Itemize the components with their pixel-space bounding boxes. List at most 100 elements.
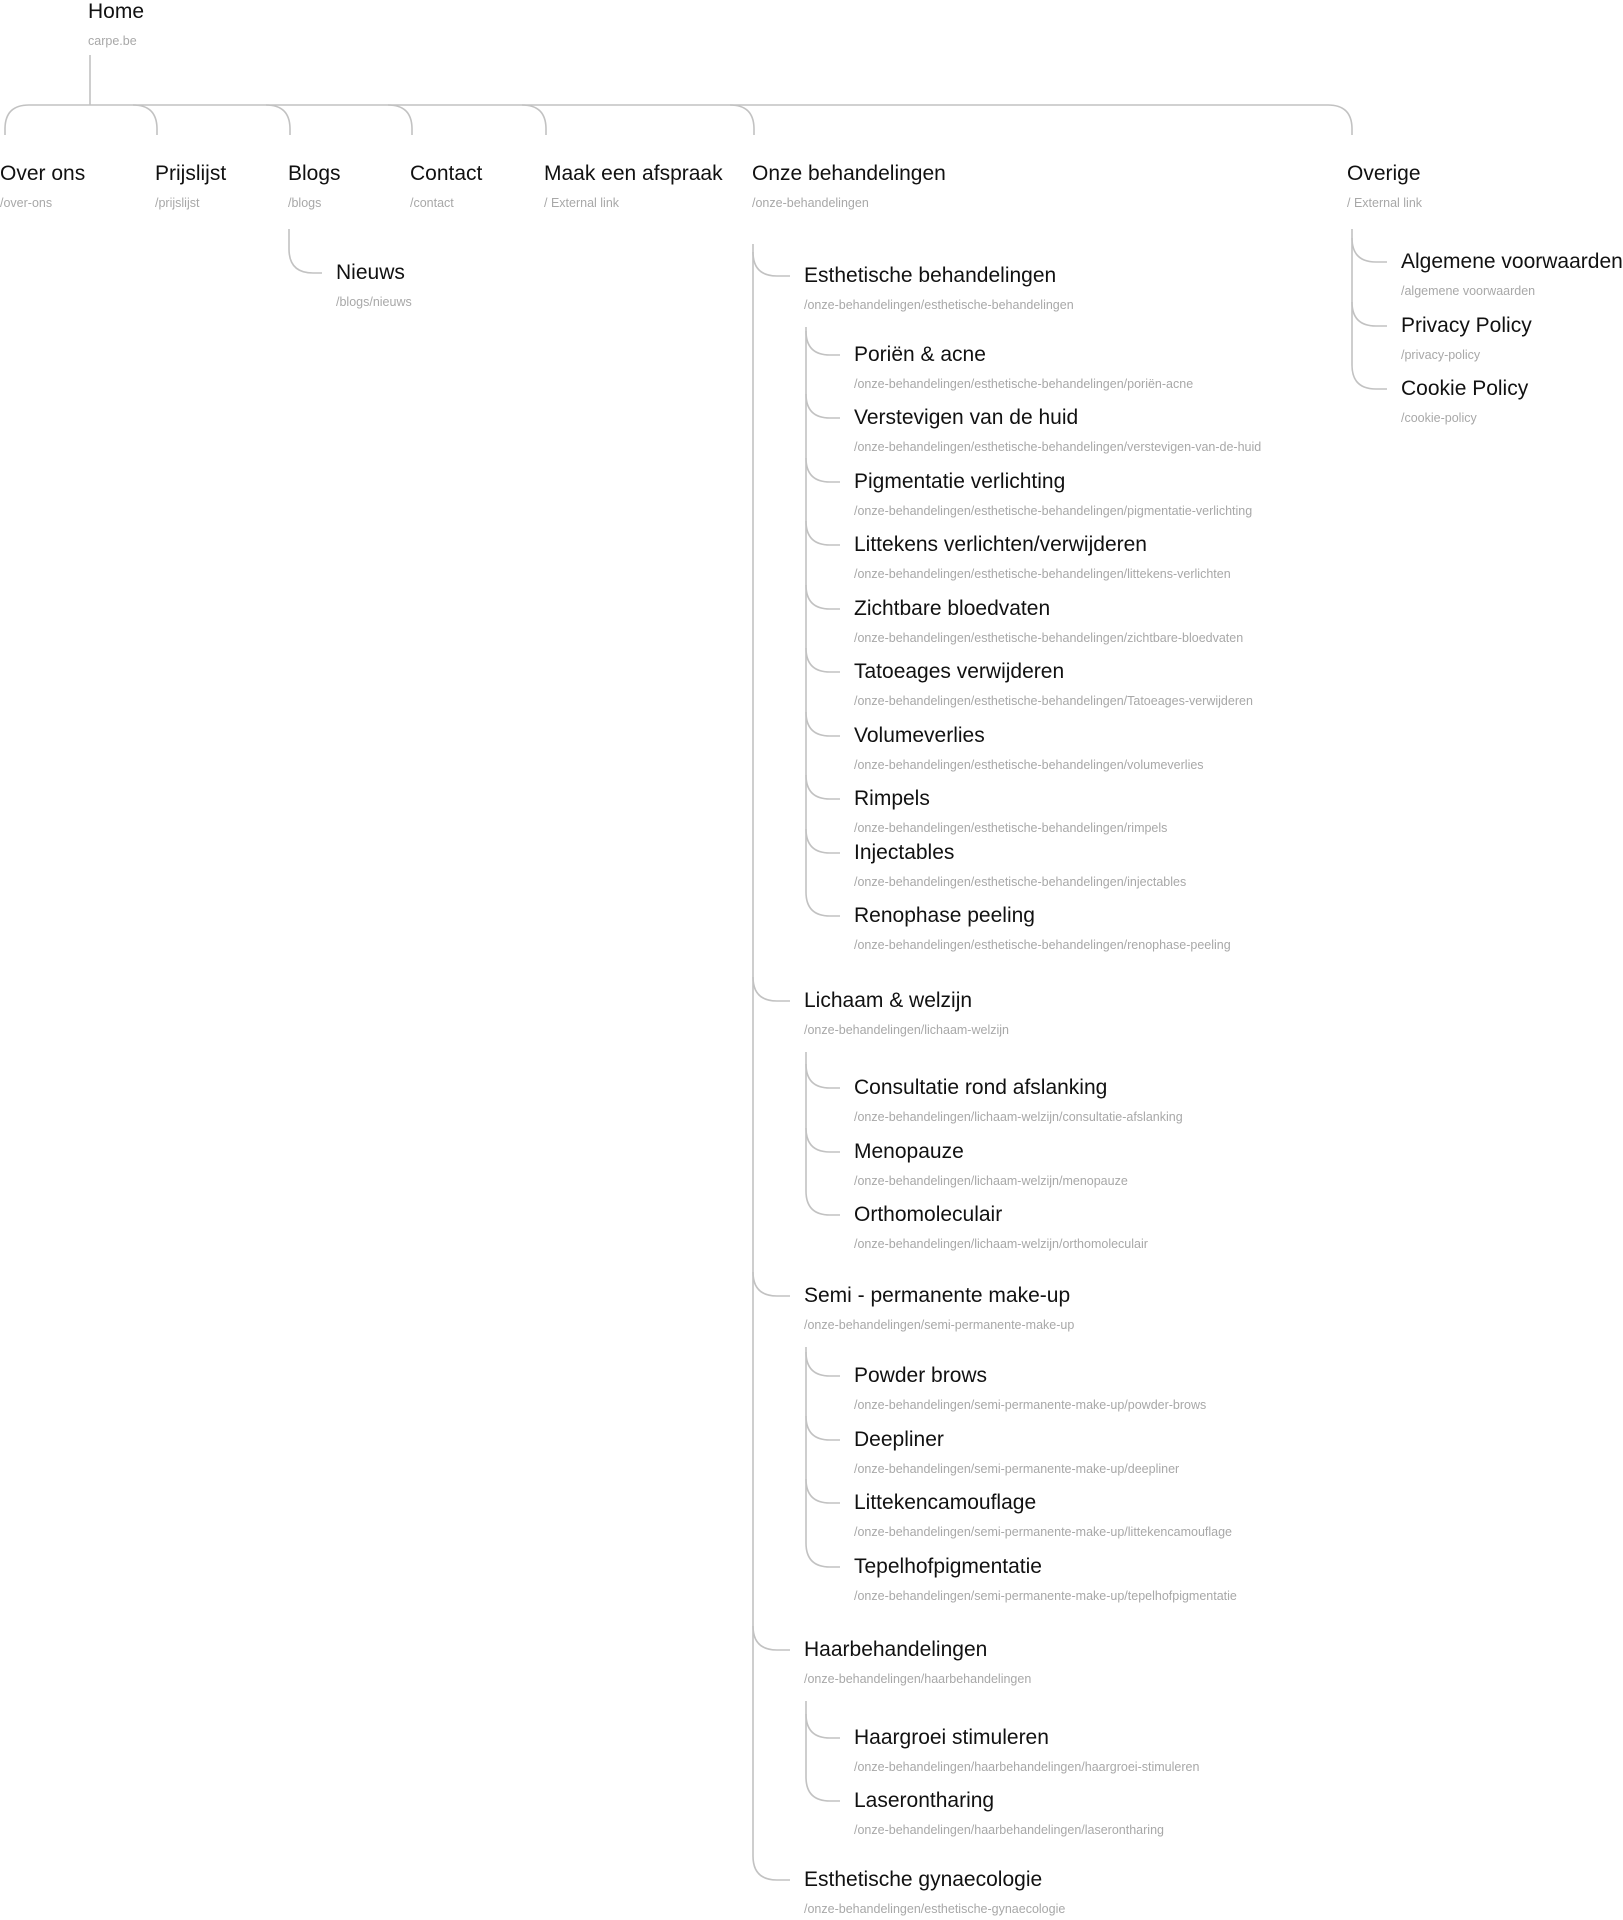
sitemap-node-powder-brows[interactable]: Powder brows/onze-behandelingen/semi-per… [854, 1364, 1206, 1413]
elbow-line [752, 251, 790, 277]
node-url: /onze-behandelingen/esthetische-behandel… [854, 875, 1187, 889]
node-url: /onze-behandelingen/semi-permanente-make… [804, 1318, 1075, 1332]
node-url: /onze-behandelingen/esthetische-behandel… [854, 694, 1253, 708]
sitemap-node-porie-n-acne[interactable]: Poriën & acne/onze-behandelingen/estheti… [854, 343, 1193, 392]
node-title: Esthetische behandelingen [804, 264, 1057, 287]
node-title: Haarbehandelingen [804, 1638, 988, 1661]
sitemap-node-haarbehandelingen[interactable]: Haarbehandelingen/onze-behandelingen/haa… [804, 1638, 1031, 1687]
sitemap-node-privacy-policy[interactable]: Privacy Policy/privacy-policy [1401, 314, 1532, 363]
sitemap-node-tepelhofpigmentatie[interactable]: Tepelhofpigmentatie/onze-behandelingen/s… [854, 1555, 1237, 1604]
elbow-line [805, 1063, 840, 1089]
sitemap-node-onze-behandelingen[interactable]: Onze behandelingen/onze-behandelingen [752, 162, 946, 211]
node-title: Maak een afspraak [544, 162, 723, 185]
sitemap-node-verstevigen-van-de-huid[interactable]: Verstevigen van de huid/onze-behandeling… [854, 406, 1261, 455]
sitemap-node-orthomoleculair[interactable]: Orthomoleculair/onze-behandelingen/licha… [854, 1203, 1148, 1252]
node-title: Nieuws [336, 261, 405, 284]
sitemap-node-zichtbare-bloedvaten[interactable]: Zichtbare bloedvaten/onze-behandelingen/… [854, 597, 1243, 646]
sitemap-node-esthetische-behandelingen[interactable]: Esthetische behandelingen/onze-behandeli… [804, 264, 1074, 313]
node-title: Home [88, 0, 145, 23]
sitemap-node-haargroei-stimuleren[interactable]: Haargroei stimuleren/onze-behandelingen/… [854, 1726, 1199, 1775]
node-title: Menopauze [854, 1140, 964, 1163]
sitemap-node-pigmentatie-verlichting[interactable]: Pigmentatie verlichting/onze-behandeling… [854, 470, 1252, 519]
node-title: Laserontharing [854, 1789, 995, 1812]
elbow-line [1351, 364, 1387, 390]
sitemap-node-overige[interactable]: Overige/ External link [1347, 162, 1422, 211]
elbow-line [805, 1478, 840, 1504]
branch-curve [521, 104, 547, 135]
node-url: / External link [544, 196, 620, 210]
node-url: /onze-behandelingen/esthetische-behandel… [854, 377, 1194, 391]
node-title: Injectables [854, 841, 955, 864]
node-url: /onze-behandelingen/esthetische-behandel… [854, 631, 1244, 645]
node-url: /onze-behandelingen/lichaam-welzijn/meno… [854, 1174, 1128, 1188]
sitemap-node-contact[interactable]: Contact/contact [410, 162, 482, 211]
node-url: /onze-behandelingen/semi-permanente-make… [854, 1589, 1237, 1603]
node-title: Onze behandelingen [752, 162, 946, 185]
node-url: /onze-behandelingen/lichaam-welzijn/orth… [854, 1237, 1148, 1251]
node-url: /onze-behandelingen/semi-permanente-make… [854, 1525, 1233, 1539]
node-title: Orthomoleculair [854, 1203, 1003, 1226]
sitemap-node-laserontharing[interactable]: Laserontharing/onze-behandelingen/haarbe… [854, 1789, 1164, 1838]
sitemap-node-deepliner[interactable]: Deepliner/onze-behandelingen/semi-perman… [854, 1428, 1179, 1477]
sitemap-node-volumeverlies[interactable]: Volumeverlies/onze-behandelingen/estheti… [854, 724, 1204, 773]
elbow-line [805, 711, 840, 737]
branch-curve [387, 104, 413, 135]
node-title: Volumeverlies [854, 724, 985, 747]
node-title: Powder brows [854, 1364, 988, 1387]
elbow-line [805, 1713, 840, 1739]
node-title: Semi - permanente make-up [804, 1284, 1071, 1307]
elbow-line [805, 1415, 840, 1441]
elbow-line [805, 520, 840, 546]
sitemap-node-over-ons[interactable]: Over ons/over-ons [0, 162, 85, 211]
sitemap-node-littekens-verlichten-verwijderen[interactable]: Littekens verlichten/verwijderen/onze-be… [854, 533, 1231, 582]
sitemap-node-semi-permanente-make-up[interactable]: Semi - permanente make-up/onze-behandeli… [804, 1284, 1074, 1333]
node-url: /privacy-policy [1401, 348, 1481, 362]
elbow-line [288, 248, 322, 274]
node-url: /onze-behandelingen [752, 196, 869, 210]
node-url: /onze-behandelingen/haarbehandelingen/la… [854, 1823, 1164, 1837]
node-title: Consultatie rond afslanking [854, 1076, 1108, 1099]
elbow-line [1351, 237, 1387, 263]
node-url: /over-ons [0, 196, 53, 210]
sitemap-node-esthetische-gynaecologie[interactable]: Esthetische gynaecologie/onze-behandelin… [804, 1868, 1065, 1917]
elbow-line [805, 1776, 840, 1802]
sitemap-node-blogs[interactable]: Blogs/blogs [288, 162, 341, 211]
sitemap-node-injectables[interactable]: Injectables/onze-behandelingen/esthetisc… [854, 841, 1186, 890]
node-url: /onze-behandelingen/esthetische-behandel… [854, 567, 1231, 581]
node-url: /contact [410, 196, 454, 210]
sitemap-node-prijslijst[interactable]: Prijslijst/prijslijst [155, 162, 226, 211]
sitemap-node-consultatie-rond-afslanking[interactable]: Consultatie rond afslanking/onze-behande… [854, 1076, 1183, 1125]
sitemap-node-algemene-voorwaarden[interactable]: Algemene voorwaarden/algemene voorwaarde… [1401, 250, 1623, 299]
node-title: Algemene voorwaarden [1401, 250, 1623, 273]
sitemap-node-nieuws[interactable]: Nieuws/blogs/nieuws [336, 261, 412, 310]
node-title: Deepliner [854, 1428, 944, 1451]
node-title: Littekens verlichten/verwijderen [854, 533, 1147, 556]
node-url: /onze-behandelingen/haarbehandelingen [804, 1672, 1032, 1686]
node-url: /onze-behandelingen/semi-permanente-make… [854, 1398, 1207, 1412]
elbow-line [805, 393, 840, 419]
sitemap-node-maak-een-afspraak[interactable]: Maak een afspraak / External link [544, 162, 723, 211]
elbow-line [1351, 301, 1387, 327]
sitemap-node-littekencamouflage[interactable]: Littekencamouflage/onze-behandelingen/se… [854, 1491, 1232, 1540]
sitemap-node-tatoeages-verwijderen[interactable]: Tatoeages verwijderen/onze-behandelingen… [854, 660, 1253, 709]
node-title: Lichaam & welzijn [804, 989, 973, 1012]
node-url: /onze-behandelingen/haarbehandelingen/ha… [854, 1760, 1200, 1774]
sitemap-node-renophase-peeling[interactable]: Renophase peeling/onze-behandelingen/est… [854, 904, 1231, 953]
sitemap-node-lichaam-welzijn[interactable]: Lichaam & welzijn/onze-behandelingen/lic… [804, 989, 1009, 1038]
node-url: /blogs/nieuws [336, 295, 412, 309]
branch-curve [132, 104, 158, 135]
sitemap-node-menopauze[interactable]: Menopauze/onze-behandelingen/lichaam-wel… [854, 1140, 1128, 1189]
elbow-line [752, 976, 790, 1002]
sitemap-node-cookie-policy[interactable]: Cookie Policy/cookie-policy [1401, 377, 1528, 426]
node-title: Contact [410, 162, 483, 185]
node-title: Cookie Policy [1401, 377, 1529, 400]
elbow-line [805, 647, 840, 673]
node-url: /algemene voorwaarden [1401, 284, 1536, 298]
elbow-line [805, 1351, 840, 1377]
node-title: Blogs [288, 162, 341, 185]
node-url: /onze-behandelingen/lichaam-welzijn/cons… [854, 1110, 1183, 1124]
elbow-line [805, 891, 840, 917]
sitemap-node-rimpels[interactable]: Rimpels/onze-behandelingen/esthetische-b… [854, 787, 1167, 836]
